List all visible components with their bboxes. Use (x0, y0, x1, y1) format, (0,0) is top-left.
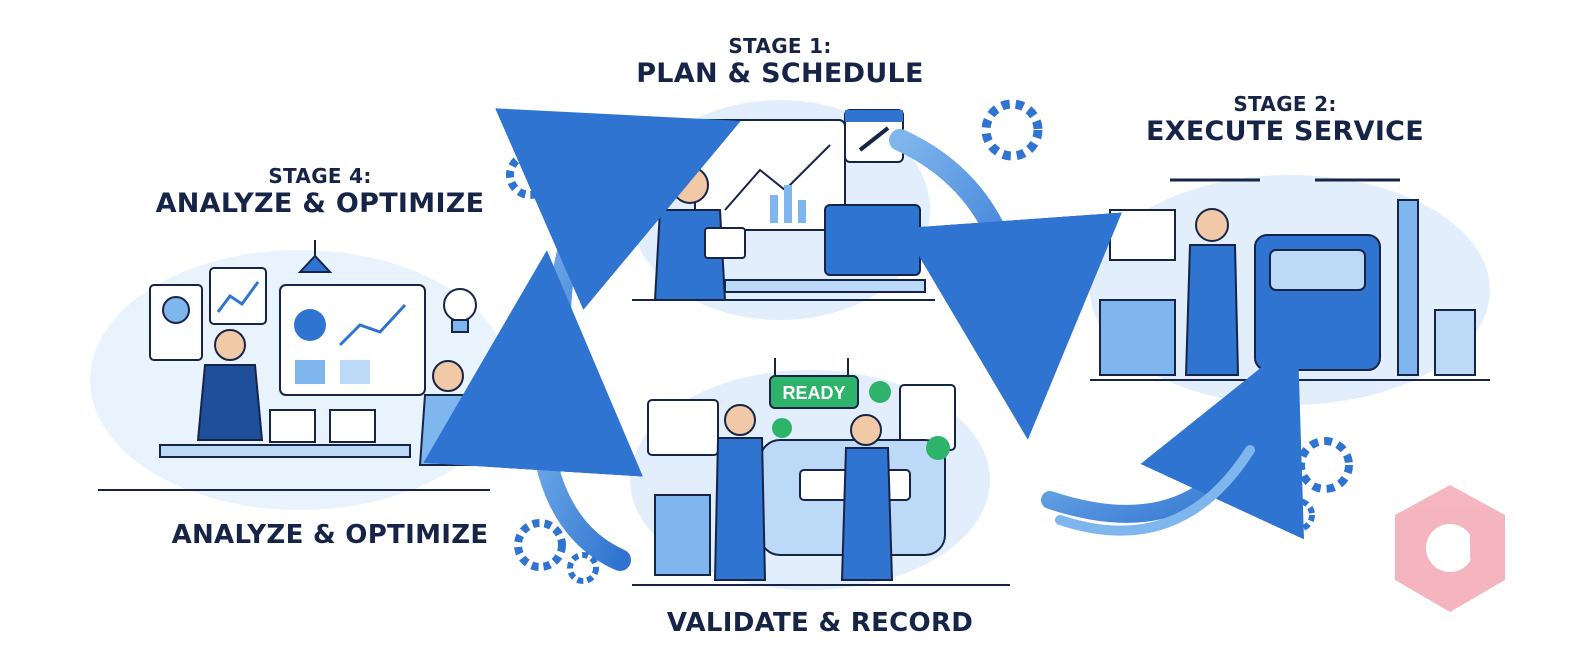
check-icon (772, 381, 950, 460)
ready-badge-label: READY (782, 383, 845, 403)
stage-4-kicker: STAGE 4: (268, 164, 372, 188)
validate-caption: VALIDATE & RECORD (666, 608, 974, 638)
stage-4-title: STAGE 4: ANALYZE & OPTIMIZE (120, 164, 520, 220)
stage-1-heading: PLAN & SCHEDULE (636, 58, 924, 89)
plan-scene (630, 100, 935, 320)
stage-1-title: STAGE 1: PLAN & SCHEDULE (560, 34, 1000, 90)
gear-icon (506, 99, 1353, 584)
execute-scene (1090, 175, 1490, 405)
analyze-scene (90, 240, 510, 510)
validate-scene (630, 358, 1010, 590)
cycle-arrow-icon (423, 108, 1304, 571)
stage-2-title: STAGE 2: EXECUTE SERVICE (1100, 92, 1470, 148)
lamp-icon (297, 240, 333, 273)
stage-1-kicker: STAGE 1: (728, 34, 832, 58)
ready-badge: READY (769, 375, 859, 409)
analyze-caption: ANALYZE & OPTIMIZE (171, 520, 489, 550)
calendar-wrench-icon (844, 109, 904, 163)
watermark-logo (1395, 485, 1505, 612)
stage-2-heading: EXECUTE SERVICE (1145, 116, 1425, 147)
stage-2-kicker: STAGE 2: (1233, 92, 1337, 116)
stage-4-heading: ANALYZE & OPTIMIZE (155, 188, 485, 219)
